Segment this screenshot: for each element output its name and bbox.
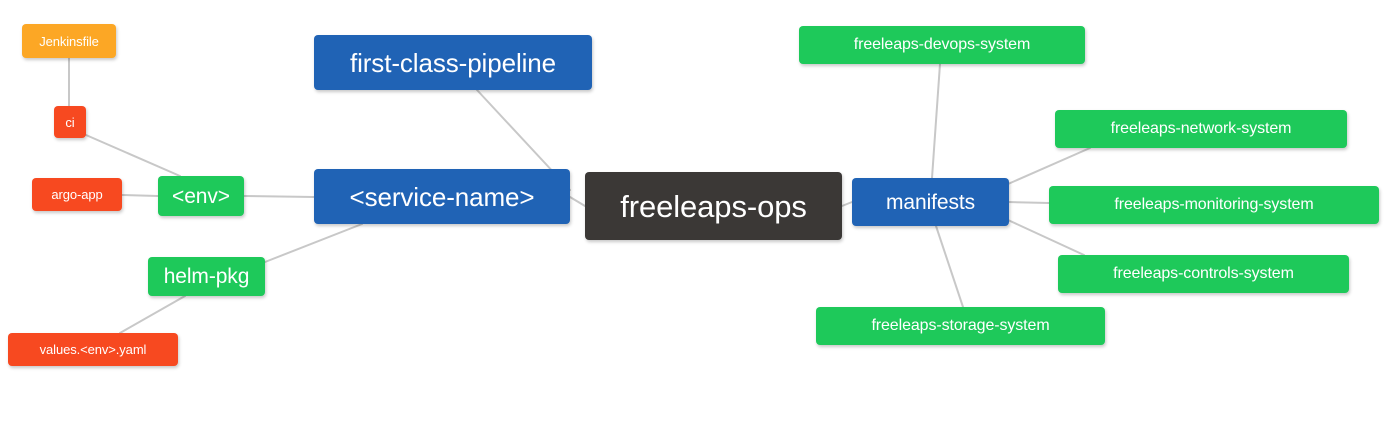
mindmap-node-label: freeleaps-ops [620, 188, 807, 224]
mindmap-node-label: first-class-pipeline [349, 47, 557, 78]
mindmap-node-helmpkg[interactable]: helm-pkg [148, 257, 265, 296]
mindmap-node-label: argo-app [51, 187, 103, 202]
mindmap-node-label: <service-name> [349, 181, 535, 212]
edge-service-to-env [243, 195, 315, 198]
mindmap-node-controls[interactable]: freeleaps-controls-system [1058, 255, 1349, 293]
mindmap-node-monitoring[interactable]: freeleaps-monitoring-system [1049, 186, 1379, 224]
mindmap-node-root[interactable]: freeleaps-ops [585, 172, 842, 240]
mindmap-node-service[interactable]: <service-name> [314, 169, 570, 224]
mindmap-node-network[interactable]: freeleaps-network-system [1055, 110, 1347, 148]
edge-manifests-to-storage [935, 225, 964, 308]
edge-manifests-to-controls [1007, 219, 1085, 256]
mindmap-node-label: freeleaps-storage-system [871, 317, 1050, 334]
mindmap-node-label: manifests [886, 190, 975, 214]
mindmap-node-label: ci [65, 114, 75, 130]
edge-manifests-to-monitoring [1007, 201, 1050, 204]
mindmap-node-label: freeleaps-controls-system [1113, 265, 1294, 282]
mindmap-node-label: freeleaps-monitoring-system [1114, 196, 1314, 213]
mindmap-node-label: helm-pkg [163, 265, 250, 288]
edge-root-to-manifests [841, 201, 853, 207]
mindmap-node-storage[interactable]: freeleaps-storage-system [816, 307, 1105, 345]
mindmap-node-label: Jenkinsfile [39, 33, 99, 49]
edge-manifests-to-network [1007, 147, 1091, 185]
mindmap-node-manifests[interactable]: manifests [852, 178, 1009, 226]
mindmap-node-valuesyaml[interactable]: values.<env>.yaml [8, 333, 178, 366]
edge-env-to-ci [85, 134, 181, 177]
mindmap-node-pipeline[interactable]: first-class-pipeline [314, 35, 592, 90]
mindmap-node-label: freeleaps-network-system [1110, 120, 1292, 137]
edge-manifests-to-devops [931, 63, 941, 179]
edge-root-to-service [569, 196, 586, 207]
edge-service-to-helmpkg [264, 223, 363, 263]
mindmap-node-label: values.<env>.yaml [39, 342, 147, 357]
mindmap-node-label: freeleaps-devops-system [853, 36, 1031, 53]
mindmap-node-env[interactable]: <env> [158, 176, 244, 216]
mindmap-node-ci[interactable]: ci [54, 106, 86, 138]
edge-helmpkg-to-valuesyaml [119, 295, 186, 334]
mindmap-node-label: <env> [172, 184, 230, 208]
mindmap-node-argoapp[interactable]: argo-app [32, 178, 122, 211]
mindmap-node-jenkinsfile[interactable]: Jenkinsfile [22, 24, 116, 58]
mindmap-node-devops[interactable]: freeleaps-devops-system [799, 26, 1085, 64]
edge-env-to-argoapp [121, 194, 159, 197]
